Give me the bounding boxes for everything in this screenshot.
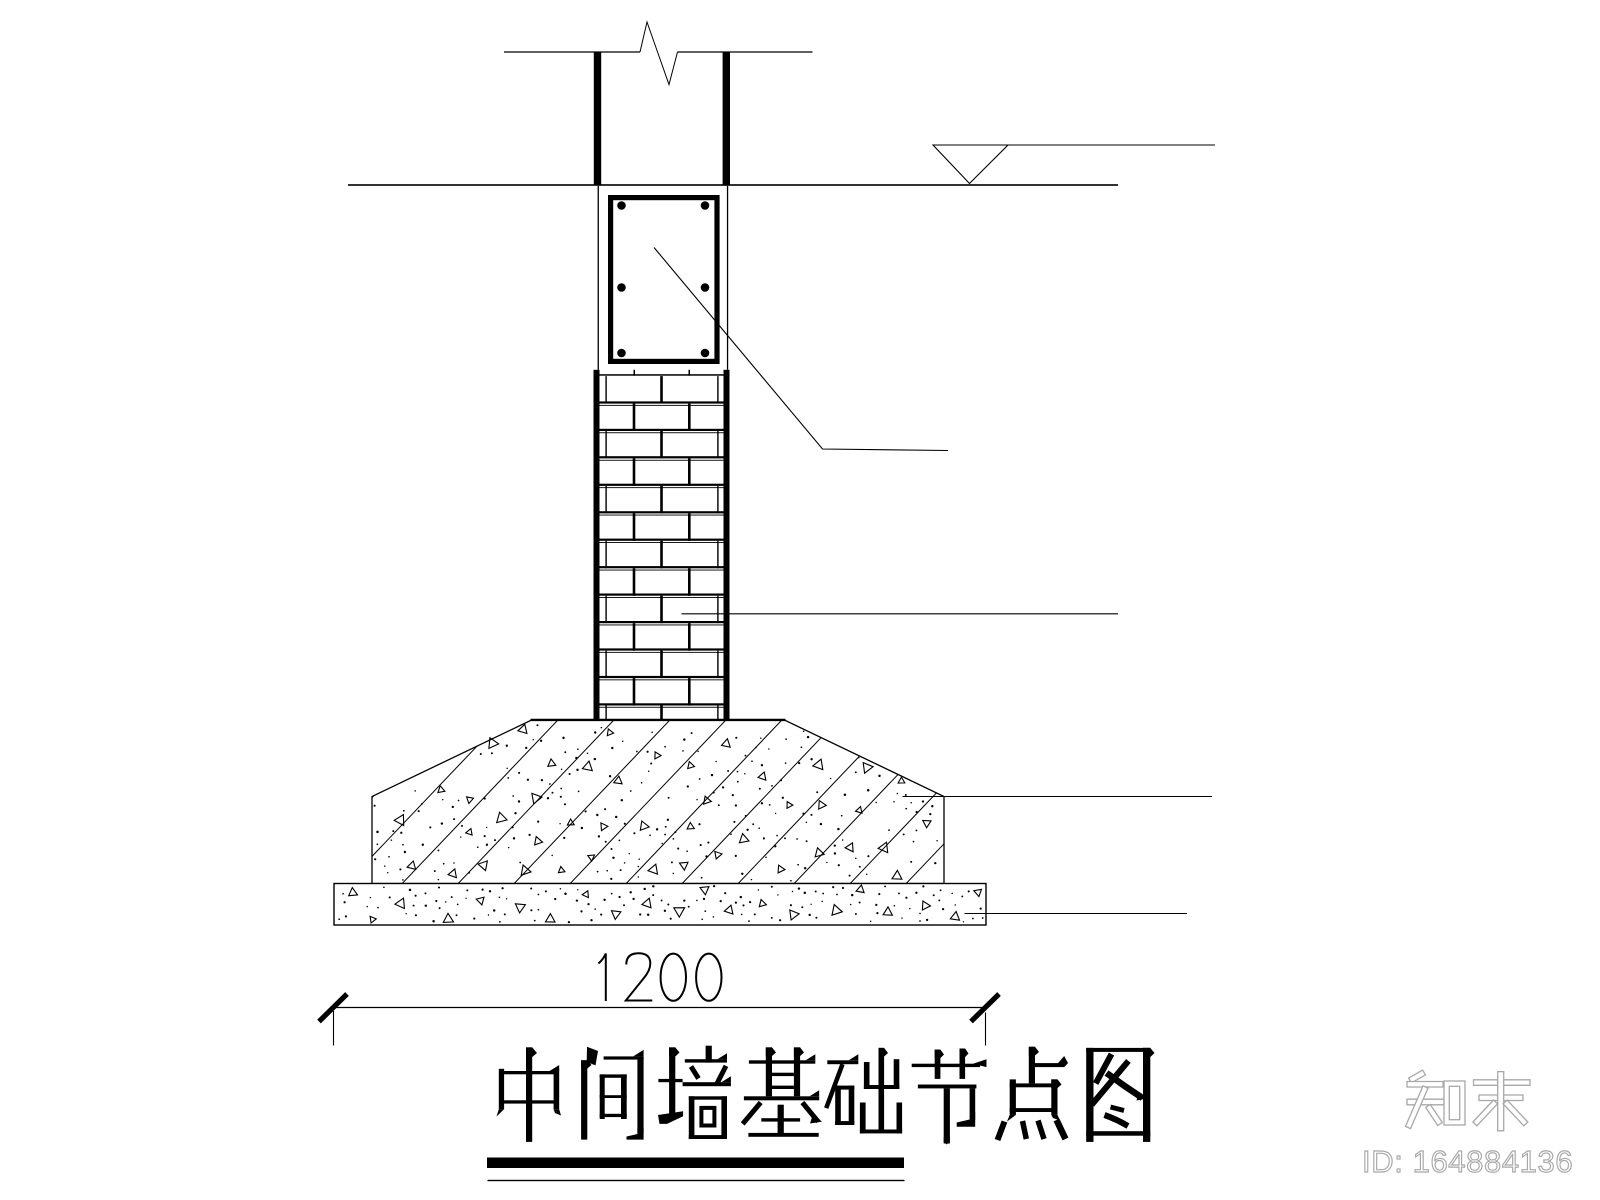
svg-text:ID: 164884136: ID: 164884136 — [1362, 1144, 1573, 1179]
